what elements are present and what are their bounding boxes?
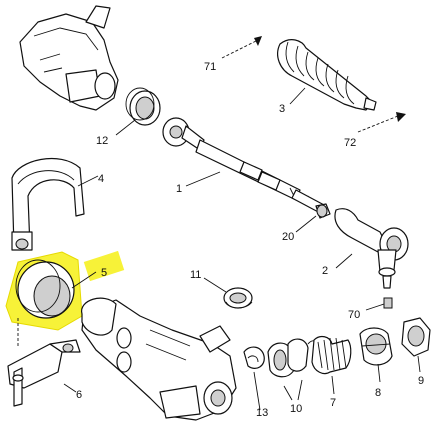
leader-13 [253,371,261,411]
part-13-ring [243,346,265,369]
leader-7 [331,375,335,395]
callout-2: 2 [322,265,328,277]
part-70-nut [383,297,393,309]
leader-4 [77,175,99,187]
callout-3: 3 [279,103,285,115]
leader-8 [377,363,381,383]
callout-1: 1 [176,183,182,195]
leader-2 [335,253,353,269]
callout-7: 7 [330,397,336,409]
leader-1 [185,171,221,187]
leader-20 [295,215,317,233]
part-12-seal [125,87,161,126]
part-3-boot [277,39,377,111]
part-11-seal [223,287,253,309]
part-4-mounting-clamp [11,157,85,251]
leader-3 [289,87,306,105]
callout-9: 9 [418,375,424,387]
leader-5 [71,271,97,289]
part-9-lock-nut [401,317,431,357]
callout-4: 4 [98,173,104,185]
dash-72-line [357,115,399,133]
callout-20: 20 [282,231,294,243]
part-5-bushing [15,259,75,319]
callout-12: 12 [96,135,108,147]
part-1-inner-tie-rod [162,117,327,215]
part-7-spring [307,335,352,375]
part-10-adjuster-cups [267,338,309,378]
dash-71-line [221,39,259,59]
part-8-adjuster-plug [359,327,393,366]
leader-12 [115,119,136,136]
upper-gear-housing [19,5,119,111]
callout-13: 13 [256,407,268,419]
callout-72: 72 [344,137,356,149]
leader-70 [365,303,385,311]
leader-10a [283,385,293,401]
callout-5: 5 [101,267,107,279]
callout-11: 11 [190,269,201,281]
leader-6 [63,383,77,393]
part-20-nut [315,203,331,219]
arrow-71 [254,36,262,46]
arrow-72 [396,112,406,122]
callout-6: 6 [76,389,82,401]
leader-11 [203,277,227,293]
part-2-outer-tie-rod-end [334,208,409,289]
part-6-bracket [7,318,81,407]
leader-10b [297,379,303,401]
callout-10: 10 [290,403,302,415]
lower-gear-housing [81,297,237,421]
callout-70: 70 [348,309,360,321]
callout-71: 71 [204,61,216,73]
callout-8: 8 [375,387,381,399]
leader-9 [417,355,421,373]
